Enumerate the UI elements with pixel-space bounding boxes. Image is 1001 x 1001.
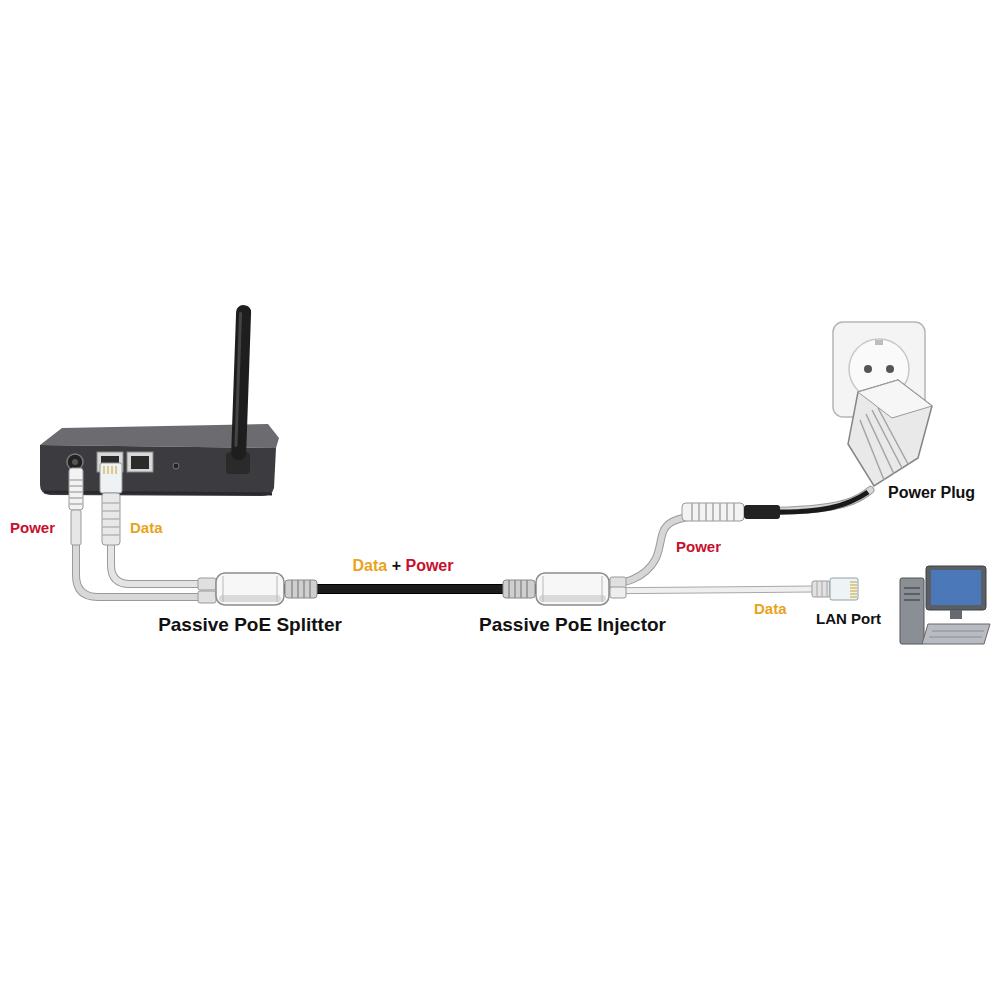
cable-plugs-part [292,580,310,598]
cable-label: Data [752,600,789,617]
cable-label: Data [128,519,165,536]
wall-socket-part [875,340,883,345]
plug-boot [812,581,830,597]
wall-socket-part [886,365,894,373]
adapter-face [858,380,932,418]
device-label: Passive PoE Injector [479,614,666,636]
plug-contacts [850,582,857,597]
router-cables-part [111,545,200,584]
router-cables-part [102,503,120,535]
dc-barrel-plug-part [744,505,780,519]
cable-plugs-part [509,580,527,598]
plug-ribs [817,581,827,597]
device-label: Passive PoE Splitter [158,614,342,636]
label-word: Power [405,557,453,574]
cable-label: Data + Power [351,557,456,575]
device-shade [539,595,606,602]
dc-barrel-plug-part [692,503,734,521]
poe-injector-outline [535,572,610,606]
router-cables-part [100,463,122,493]
poe-splitter: Passive PoE Splitter [215,572,285,606]
router-cables-part [104,466,116,474]
cable-outline [610,490,870,583]
label-word: + [392,557,401,574]
computer-icon-part [926,566,986,610]
wifi-router-part [72,459,78,465]
dc-barrel-plug [682,492,868,521]
wifi-router-part [234,312,242,447]
cable-label: Power [8,519,57,536]
router-cables-part [71,510,81,545]
cable-plugs-part [285,580,317,598]
device-label: Power Plug [888,484,975,502]
computer-icon-part [931,570,981,605]
router-cables-part [76,545,200,597]
router-cables-part [69,480,83,504]
device-body [536,573,609,605]
router-cables-part [69,468,83,510]
cable-plugs-part [503,580,535,598]
dc-barrel-plug-part [682,503,744,521]
adapter-ribs [860,408,908,480]
poe-injector: Passive PoE Injector [535,572,610,606]
cable-plugs-part [198,578,216,590]
device-shade [219,595,281,602]
router-cables-part [102,493,120,545]
cable-line [610,589,812,591]
wifi-router-part [173,463,179,469]
cable-plugs-part [610,577,626,588]
cable-outline [610,589,812,591]
computer-icon-part [922,624,990,644]
wifi-router-part [127,452,153,472]
computer-icon-part [950,610,962,619]
cable-plugs-part [610,587,626,598]
device-body [216,573,284,605]
cable-connector [610,490,870,583]
wifi-router [40,305,279,496]
cable-connector [285,589,535,590]
router-cables-part [111,545,200,584]
device-seam [223,576,277,602]
cable-outline [285,584,535,594]
computer-icon [900,566,990,644]
cable-line [610,490,870,583]
device-seam [543,576,602,602]
cable-label: Power [674,538,723,555]
dc-barrel-plug-part [780,492,868,512]
computer-icon-part [904,588,920,600]
cable-connector [610,589,812,591]
lan-port: LAN Port [812,578,900,626]
router-cables-part [76,545,200,597]
adapter-body [848,380,932,486]
device-label: LAN Port [816,610,881,627]
power-plug-outline [840,380,935,490]
label-word: Data [353,557,388,574]
poe-splitter-outline [215,572,285,606]
cable-plugs-part [198,591,216,603]
router-cables [69,463,200,597]
computer-icon-part [929,631,984,637]
cable-line [285,585,535,593]
wifi-router-part [231,305,251,460]
plug-body [830,578,858,600]
wifi-router-part [131,456,149,469]
computer-icon-part [900,578,924,644]
power-plug: Power Plug [840,380,935,490]
wall-socket-part [864,365,872,373]
